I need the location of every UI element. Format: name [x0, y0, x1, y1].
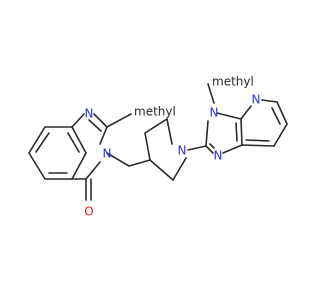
bond: [144, 132, 151, 161]
atom-n-imidazole: N: [214, 149, 223, 163]
chemical-structure-diagram: N N O N N N N methyl methyl: [28, 75, 288, 219]
bond: [99, 126, 108, 145]
bond: [149, 159, 174, 181]
bond: [261, 99, 278, 103]
atom-n-piperidine: N: [178, 144, 187, 158]
bond: [222, 144, 243, 154]
bond: [106, 113, 132, 128]
bond: [71, 152, 87, 180]
bond-double-inner: [35, 132, 50, 153]
bond: [271, 107, 281, 125]
bond: [187, 145, 207, 151]
atom-n-pyridine: N: [252, 93, 261, 107]
atom-n-quinazoline-top: N: [85, 107, 94, 121]
pyridine-ring: [240, 99, 288, 147]
bond: [28, 152, 46, 180]
piperidine-ring: [128, 118, 187, 181]
bond: [106, 152, 130, 167]
bond: [88, 119, 102, 132]
bond: [205, 145, 214, 154]
bond: [93, 113, 108, 128]
bond: [276, 101, 288, 125]
bond: [28, 126, 46, 154]
bond: [273, 123, 288, 147]
bond: [128, 159, 151, 167]
bond: [205, 120, 209, 147]
bond-methyl: [207, 83, 215, 104]
bond: [71, 113, 85, 128]
quinazolinone-benzene-ring: [28, 126, 87, 180]
atom-n-quinazoline-ring: N: [103, 147, 112, 161]
bond-double-inner: [67, 132, 80, 153]
bond: [216, 112, 242, 120]
bond: [144, 118, 168, 134]
atom-o-carbonyl: O: [84, 205, 93, 219]
bond: [85, 161, 101, 180]
quinazolinone-pyrimidinone-ring: [71, 113, 132, 201]
bond: [71, 126, 87, 154]
bond: [172, 157, 187, 181]
bond: [245, 139, 270, 142]
atom-methyl-imidazole: methyl: [212, 75, 254, 89]
imidazole-ring: [205, 112, 243, 154]
bond: [209, 143, 215, 149]
bond: [240, 105, 252, 120]
atom-n-imidazole-methyl: N: [210, 106, 219, 120]
bond: [166, 118, 173, 145]
bond: [241, 144, 275, 147]
bond: [235, 122, 238, 142]
atom-methyl-quinazoline: methyl: [134, 105, 176, 119]
bond: [240, 118, 243, 146]
